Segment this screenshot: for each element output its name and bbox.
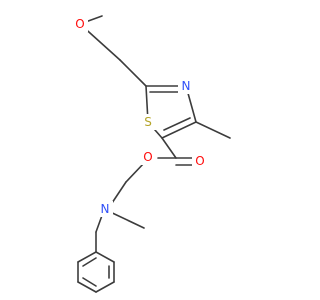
molecule-canvas: O N S O O N — [72, 15, 231, 293]
atom-bg-o-methoxy — [72, 16, 88, 32]
atom-bg-o-ester-link — [140, 149, 156, 165]
bond-c4-c5 — [161, 121, 197, 139]
atom-label-o-ester-carbonyl: O — [195, 154, 204, 168]
atom-label-o-ester-link: O — [143, 150, 152, 164]
bond-c5-carbonyl — [161, 137, 177, 159]
bond-bz-3 — [95, 281, 115, 293]
bond-bz-6 — [77, 251, 97, 263]
bond-bz-4 — [77, 281, 97, 293]
bond-bz-inner-1 — [82, 257, 97, 267]
atom-bg-o-ester-carbonyl — [192, 153, 208, 169]
bond-o-ch2a — [125, 161, 146, 183]
atom-bg-n-thiazole — [178, 78, 194, 94]
atom-label-n-thiazole: N — [182, 79, 191, 93]
atom-label-o-methoxy: O — [75, 17, 84, 31]
molecule-structure: O N S O O N — [72, 15, 231, 293]
bond-ch2a-ch2b — [111, 181, 127, 204]
bond-ch2-c2 — [119, 59, 147, 87]
atom-bg-s-thiazole — [140, 114, 156, 130]
atom-bg-n-amine — [97, 201, 113, 217]
atom-label-s-thiazole: S — [144, 115, 152, 129]
bond-c4-c5-double — [163, 117, 191, 131]
bond-bz-inner-3 — [82, 277, 97, 287]
bond-bz-1 — [95, 251, 115, 263]
bond-c4-methyl — [195, 121, 231, 139]
atom-label-n-amine: N — [101, 202, 110, 216]
